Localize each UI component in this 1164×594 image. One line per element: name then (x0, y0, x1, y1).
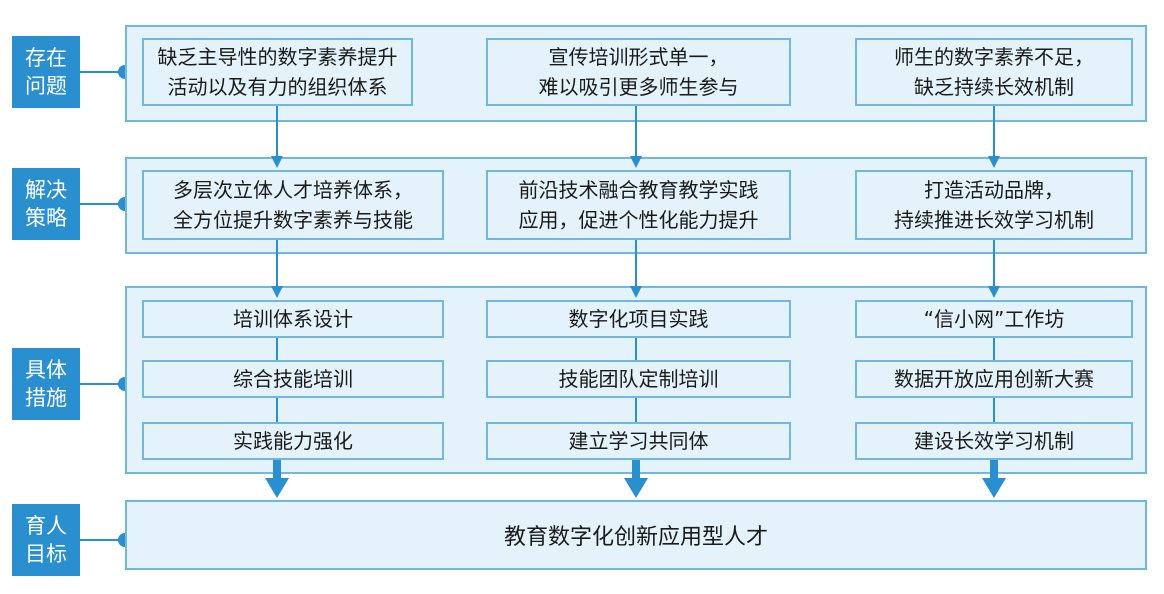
problem-box-2-line1: 宣传培训形式单一， (548, 45, 729, 69)
connector-line-measures (80, 383, 126, 385)
measure-box-2-2: 技能团队定制培训 (486, 360, 791, 398)
measure-box-3-2: 数据开放应用创新大赛 (855, 360, 1133, 398)
strategy-box-1-line2: 全方位提升数字素养与技能 (173, 208, 413, 232)
measure-box-2-3-text: 建立学习共同体 (568, 429, 709, 453)
strategy-box-3-line1: 打造活动品牌， (924, 178, 1064, 202)
problem-box-1: 缺乏主导性的数字素养提升 活动以及有力的组织体系 (142, 38, 413, 106)
strategy-box-2-line2: 应用，促进个性化能力提升 (518, 208, 759, 232)
row-label-goal-line2: 目标 (25, 542, 67, 566)
problem-box-1-line2: 活动以及有力的组织体系 (167, 75, 388, 99)
problem-box-2: 宣传培训形式单一， 难以吸引更多师生参与 (486, 38, 791, 106)
strategy-box-2-line1: 前沿技术融合教育教学实践 (518, 178, 759, 202)
arrowhead-measures-goal-1 (265, 478, 289, 498)
measure-box-1-3: 实践能力强化 (142, 422, 444, 460)
strategy-box-3: 打造活动品牌， 持续推进长效学习机制 (855, 170, 1133, 240)
measure-box-2-3: 建立学习共同体 (486, 422, 791, 460)
connector-line-strategy (80, 203, 126, 205)
problem-box-3: 师生的数字素养不足， 缺乏持续长效机制 (855, 38, 1133, 106)
measure-box-3-1-text: “信小网”工作坊 (923, 307, 1065, 331)
arrowhead-strategy-measures-2 (630, 286, 642, 298)
measure-box-1-1: 培训体系设计 (142, 300, 444, 338)
row-label-strategy-line2: 策略 (25, 206, 67, 230)
problem-box-2-line2: 难以吸引更多师生参与 (538, 75, 739, 99)
problem-box-3-line2: 缺乏持续长效机制 (914, 75, 1074, 99)
arrow-measures-goal-2-shaft (632, 458, 640, 480)
row-label-strategy-line1: 解决 (25, 178, 67, 202)
measure-box-3-1: “信小网”工作坊 (855, 300, 1133, 338)
arrowhead-measures-goal-3 (982, 478, 1006, 498)
row-label-goal: 育人 目标 (12, 504, 80, 576)
goal-box: 教育数字化创新应用型人才 (125, 500, 1147, 570)
row-label-goal-line1: 育人 (25, 514, 67, 538)
row-label-problems-line2: 问题 (25, 74, 67, 98)
measure-box-2-2-text: 技能团队定制培训 (558, 367, 719, 391)
row-label-measures-line2: 措施 (25, 386, 67, 410)
arrow-measures-goal-1-shaft (273, 458, 281, 480)
row-label-problems: 存在 问题 (12, 36, 80, 108)
measure-box-3-3-text: 建设长效学习机制 (914, 429, 1074, 453)
measure-box-1-2-text: 综合技能培训 (233, 367, 353, 391)
measure-box-3-2-text: 数据开放应用创新大赛 (894, 367, 1094, 391)
measure-box-1-3-text: 实践能力强化 (233, 429, 353, 453)
strategy-box-2: 前沿技术融合教育教学实践 应用，促进个性化能力提升 (486, 170, 791, 240)
arrowhead-problems-strategy-1 (271, 156, 283, 168)
row-label-problems-line1: 存在 (25, 46, 67, 70)
row-label-measures-line1: 具体 (25, 358, 67, 382)
arrowhead-measures-goal-2 (624, 478, 648, 498)
problem-box-3-line1: 师生的数字素养不足， (894, 45, 1094, 69)
strategy-box-1-line1: 多层次立体人才培养体系， (173, 178, 413, 202)
measure-box-2-1: 数字化项目实践 (486, 300, 791, 338)
measure-box-1-1-text: 培训体系设计 (233, 307, 353, 331)
measure-box-3-3: 建设长效学习机制 (855, 422, 1133, 460)
goal-text: 教育数字化创新应用型人才 (503, 525, 768, 550)
measure-box-1-2: 综合技能培训 (142, 360, 444, 398)
arrow-measures-goal-3-shaft (990, 458, 998, 480)
row-label-strategy: 解决 策略 (12, 168, 80, 240)
problem-box-1-line1: 缺乏主导性的数字素养提升 (157, 45, 398, 69)
row-label-measures: 具体 措施 (12, 348, 80, 420)
arrowhead-problems-strategy-3 (988, 156, 1000, 168)
strategy-box-3-line2: 持续推进长效学习机制 (894, 208, 1094, 232)
connector-line-goal (80, 539, 126, 541)
connector-line-problems (80, 71, 126, 73)
measure-box-2-1-text: 数字化项目实践 (568, 307, 709, 331)
arrowhead-strategy-measures-3 (988, 286, 1000, 298)
arrowhead-strategy-measures-1 (271, 286, 283, 298)
arrowhead-problems-strategy-2 (630, 156, 642, 168)
strategy-box-1: 多层次立体人才培养体系， 全方位提升数字素养与技能 (142, 170, 444, 240)
